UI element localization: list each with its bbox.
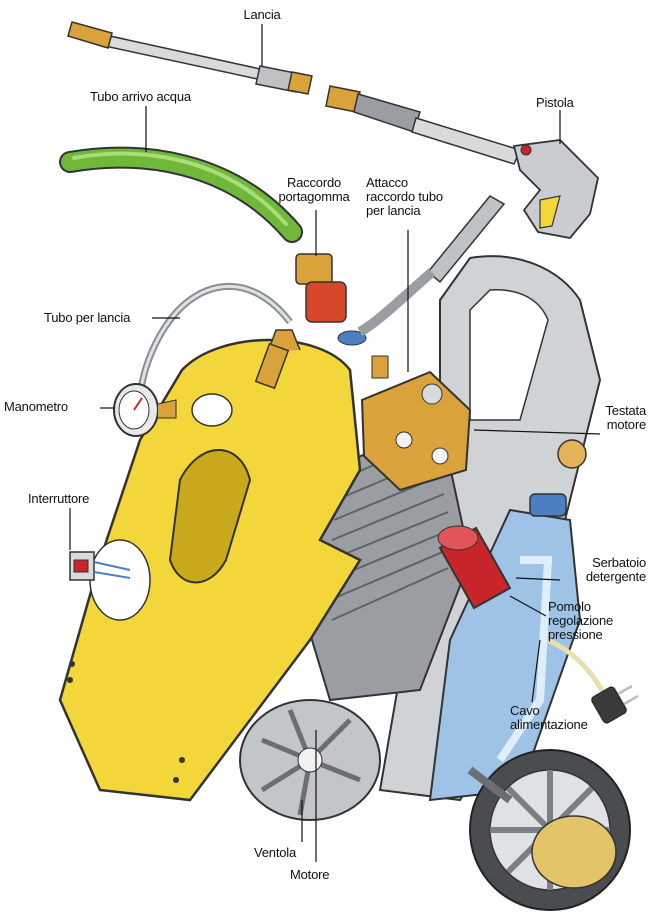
gun-illustration (325, 85, 599, 239)
label-tubo-arrivo-acqua: Tubo arrivo acqua (90, 89, 191, 104)
label-motore: Motore (290, 867, 330, 882)
label-ventola: Ventola (254, 845, 296, 860)
power-cable-illustration (546, 637, 639, 724)
pump-head-illustration (360, 355, 472, 492)
lance-hose-coupling (357, 195, 506, 337)
label-tubo-per-lancia: Tubo per lancia (44, 310, 131, 325)
label-attacco-raccordo: Attacco raccordo tubo per lancia (366, 175, 443, 218)
label-cavo-alimentazione: Cavo alimentazione (510, 703, 588, 732)
switch-illustration (69, 551, 131, 581)
lance-illustration (67, 21, 313, 95)
pressure-knob-illustration (437, 439, 587, 610)
label-interruttore: Interruttore (28, 491, 90, 506)
label-lancia: Lancia (243, 7, 281, 22)
label-serbatoio-detergente: Serbatoio detergente (585, 555, 646, 584)
detergent-tank-illustration (428, 493, 582, 802)
water-inlet-hose (59, 146, 303, 243)
leader-lines (69, 24, 601, 862)
label-testata-motore: Testata motore (605, 403, 646, 432)
yellow-housing-illustration (58, 329, 362, 802)
label-pistola: Pistola (536, 95, 574, 110)
label-raccordo-portagomma: Raccordo portagomma (278, 175, 350, 204)
frame-illustration (378, 255, 602, 802)
hose-fitting-illustration (295, 253, 367, 346)
label-manometro: Manometro (4, 399, 68, 414)
pressure-gauge-illustration (113, 383, 177, 437)
wheel-illustration (467, 749, 631, 911)
label-pomolo-regolazione: Pomolo regolazione pressione (548, 599, 614, 642)
